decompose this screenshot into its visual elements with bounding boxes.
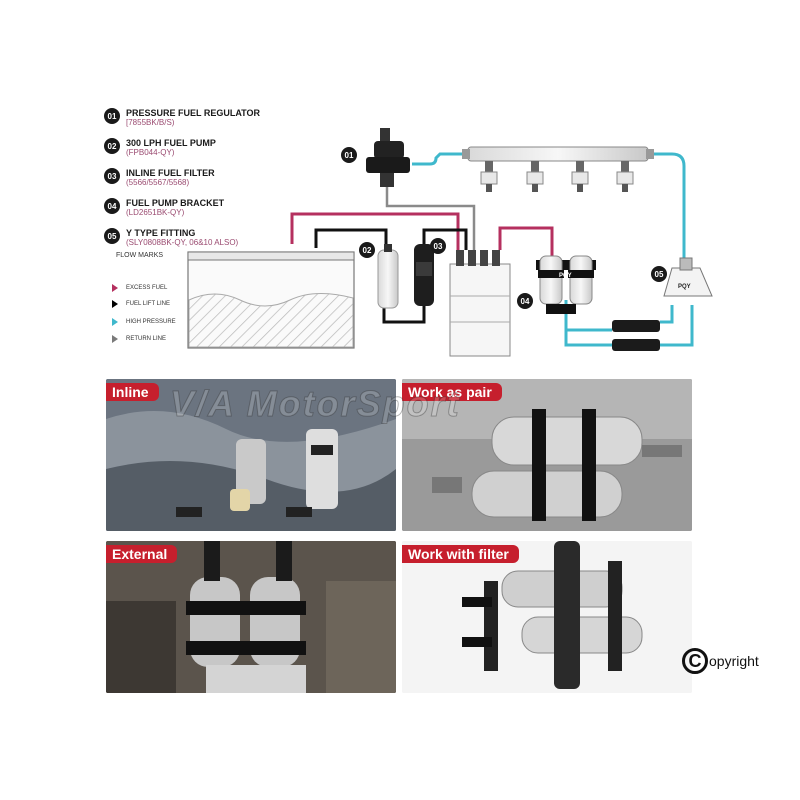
fuel-lift-line xyxy=(314,228,468,324)
return-line xyxy=(385,187,476,250)
legend-title: FUEL PUMP BRACKET xyxy=(126,198,225,208)
photo-tag: External xyxy=(106,545,178,563)
pair-pump-photo xyxy=(402,379,692,531)
pressure-regulator xyxy=(366,128,410,187)
flow-mark-excess: EXCESS FUEL xyxy=(112,284,167,292)
legend-code: (5566/5567/5568) xyxy=(126,178,190,187)
photo-tag: Work with filter xyxy=(402,545,519,563)
fuel-pump-bracket xyxy=(536,255,596,314)
inline-pump-photo xyxy=(106,379,396,531)
node-number-01: 01 xyxy=(341,147,357,163)
legend-number: 02 xyxy=(104,138,120,154)
legend-code: (LD2651BK-QY) xyxy=(126,208,185,217)
photo-work-with-filter: Work with filter xyxy=(402,541,692,693)
fuel-injector xyxy=(616,161,634,192)
flow-mark-label: HIGH PRESSURE xyxy=(126,319,176,325)
watermark: V/A MotorSport xyxy=(170,383,461,425)
high-pressure-line xyxy=(412,152,694,347)
flow-mark-high-pressure: HIGH PRESSURE xyxy=(112,318,176,326)
node-number-04: 04 xyxy=(517,293,533,309)
surge-tank xyxy=(449,250,511,357)
photo-tag: Work as pair xyxy=(402,383,502,401)
y-type-fitting xyxy=(663,257,713,297)
node-number-05: 05 xyxy=(651,266,667,282)
flow-mark-label: RETURN LINE xyxy=(126,336,167,342)
fuel-injector xyxy=(526,161,544,192)
fitting-brand-label: PQY xyxy=(678,284,691,290)
photo-work-as-pair: Work as pair xyxy=(402,379,692,531)
arrow-icon xyxy=(112,284,118,292)
fuel-tank xyxy=(187,251,355,349)
legend-code: [7855BK/B/S) xyxy=(126,118,175,127)
fuel-pump xyxy=(377,244,399,309)
copyright-icon: C xyxy=(682,648,708,674)
legend-number: 03 xyxy=(104,168,120,184)
legend-item-bracket: 04 FUEL PUMP BRACKET (LD2651BK-QY) xyxy=(104,198,224,218)
external-pump-photo xyxy=(106,541,396,693)
flow-mark-lift: FUEL LIFT LINE xyxy=(112,300,170,308)
copyright-text: opyright xyxy=(709,653,759,669)
flow-mark-return: RETURN LINE xyxy=(112,335,166,343)
legend-title: Y TYPE FITTING xyxy=(126,228,196,238)
legend-title: PRESSURE FUEL REGULATOR xyxy=(126,108,261,118)
arrow-icon xyxy=(112,335,118,343)
legend-code: (FPB044-QY) xyxy=(126,148,175,157)
arrow-icon xyxy=(112,318,118,326)
flow-mark-label: EXCESS FUEL xyxy=(126,285,168,291)
pump-brand-label: PQY xyxy=(559,273,572,279)
photo-external: External xyxy=(106,541,396,693)
legend-item-regulator: 01 PRESSURE FUEL REGULATOR [7855BK/B/S) xyxy=(104,108,260,128)
copyright-mark: C opyright xyxy=(682,648,759,674)
fuel-injector xyxy=(571,161,589,192)
node-number-02: 02 xyxy=(359,242,375,258)
legend-number: 04 xyxy=(104,198,120,214)
node-number-03: 03 xyxy=(430,238,446,254)
legend-code: (SLY0808BK-QY, 06&10 ALSO) xyxy=(126,238,239,247)
legend-item-y-fitting: 05 Y TYPE FITTING (SLY0808BK-QY, 06&10 A… xyxy=(104,228,238,248)
filter-pump-photo xyxy=(402,541,692,693)
fuel-injector xyxy=(480,161,498,192)
legend-number: 01 xyxy=(104,108,120,124)
fuel-rail xyxy=(462,146,654,162)
arrow-icon xyxy=(112,300,118,308)
legend-title: 300 LPH FUEL PUMP xyxy=(126,138,216,148)
photo-inline: Inline xyxy=(106,379,396,531)
check-valve xyxy=(612,320,660,351)
flow-marks-heading: FLOW MARKS xyxy=(116,252,164,259)
legend-title: INLINE FUEL FILTER xyxy=(126,168,215,178)
legend-number: 05 xyxy=(104,228,120,244)
fuel-system-diagram: PQY PQY xyxy=(187,128,713,357)
legend-item-filter: 03 INLINE FUEL FILTER (5566/5567/5568) xyxy=(104,168,215,188)
flow-mark-label: FUEL LIFT LINE xyxy=(126,301,171,307)
legend-item-fuel-pump: 02 300 LPH FUEL PUMP (FPB044-QY) xyxy=(104,138,216,158)
inline-fuel-filter xyxy=(414,244,434,306)
photo-tag: Inline xyxy=(106,383,159,401)
